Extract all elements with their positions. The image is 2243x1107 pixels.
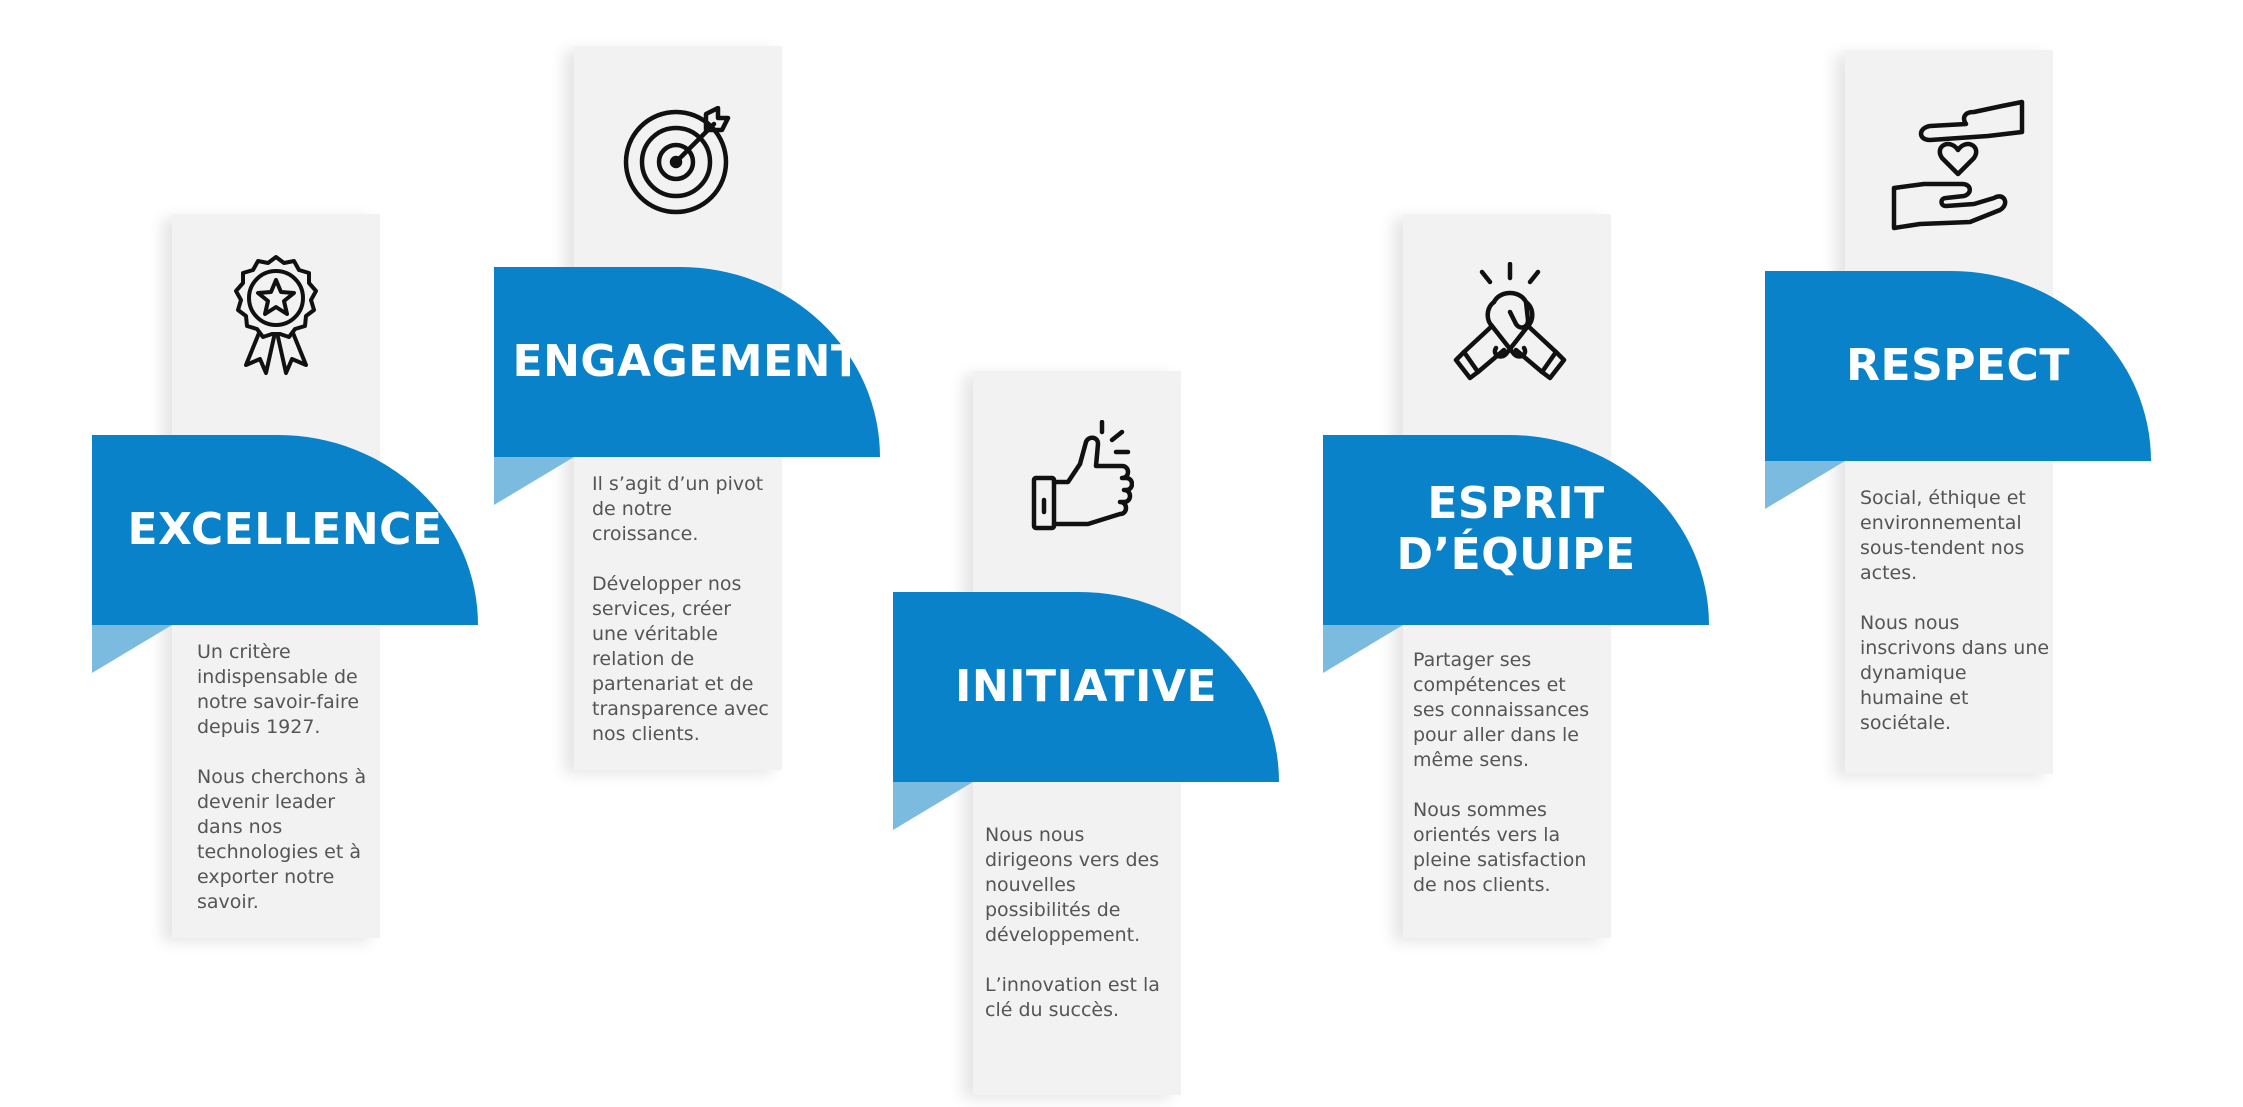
description-paragraph: L’innovation est la clé du succès. (985, 974, 1160, 1021)
banner-fold (893, 782, 973, 830)
description-paragraph: Nous cherchons à devenir leader dans nos… (197, 766, 367, 913)
description-paragraph: Nous nous dirigeons vers des nouvelles p… (985, 824, 1160, 946)
target-arrow-icon (622, 106, 734, 218)
banner-fold (1323, 625, 1403, 673)
heart-hands-icon (1890, 98, 2026, 234)
description-paragraph: Un critère indispensable de notre savoir… (197, 641, 360, 738)
value-title: INITIATIVE (893, 592, 1279, 782)
description-paragraph: Partager ses compétences et ses connaiss… (1413, 649, 1590, 771)
value-description: Il s’agit d’un pivot de notre croissance… (592, 472, 772, 772)
value-description: Partager ses compétences et ses connaiss… (1413, 648, 1603, 923)
description-paragraph: Nous nous inscrivons dans une dynamique … (1860, 612, 2050, 734)
description-paragraph: Social, éthique et environnemental sous-… (1860, 487, 2026, 584)
description-paragraph: Nous sommes orientés vers la pleine sati… (1413, 799, 1587, 896)
value-description: Un critère indispensable de notre savoir… (197, 640, 367, 940)
description-paragraph: Développer nos services, créer une vérit… (592, 573, 769, 745)
value-description: Nous nous dirigeons vers des nouvelles p… (985, 823, 1165, 1048)
value-title: ENGAGEMENT (494, 267, 880, 457)
banner-fold (92, 625, 172, 673)
value-description: Social, éthique et environnemental sous-… (1860, 486, 2050, 761)
banner-fold (494, 457, 574, 505)
value-title: RESPECT (1765, 271, 2151, 461)
award-badge-icon (226, 253, 326, 381)
description-paragraph: Il s’agit d’un pivot de notre croissance… (592, 473, 764, 545)
handshake-icon (1450, 262, 1570, 382)
banner-fold (1765, 461, 1845, 509)
value-title: ESPRIT D’ÉQUIPE (1323, 435, 1709, 625)
value-title: EXCELLENCE (92, 435, 478, 625)
thumbs-up-icon (1030, 420, 1134, 532)
